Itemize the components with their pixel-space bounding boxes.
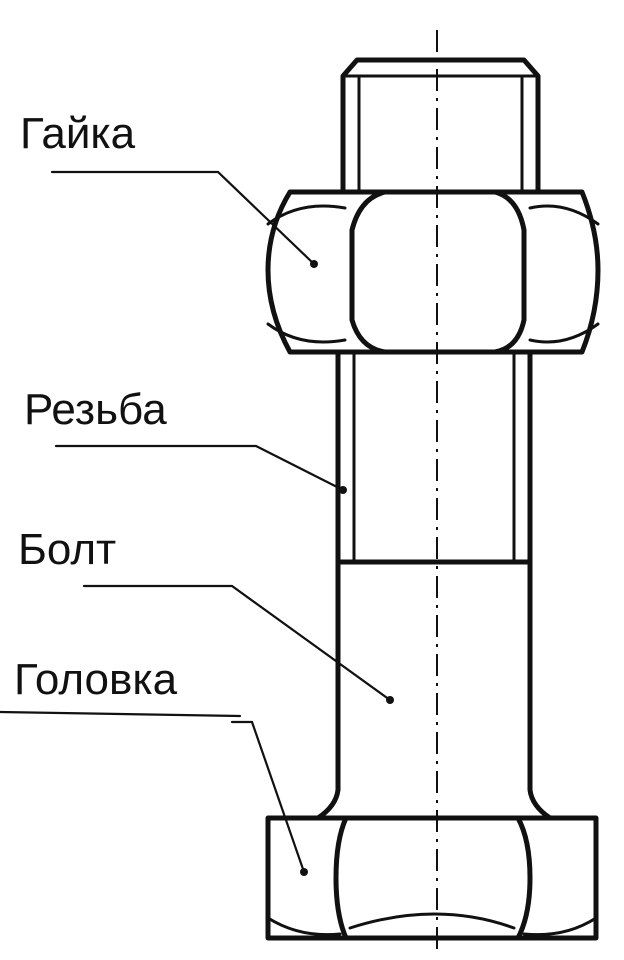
nut xyxy=(265,189,601,355)
label-thread: Резьба xyxy=(24,385,167,434)
bolt-shank xyxy=(315,559,553,821)
thread-section xyxy=(335,349,533,565)
label-bolt: Болт xyxy=(18,525,116,574)
leader-nut xyxy=(50,170,318,268)
bolt-end xyxy=(340,57,541,195)
leader-bolt xyxy=(82,584,394,704)
label-head: Головка xyxy=(14,655,178,704)
leader-head xyxy=(0,710,308,876)
leader-thread xyxy=(54,444,347,494)
label-nut: Гайка xyxy=(20,109,136,158)
bolt-head xyxy=(265,815,599,941)
